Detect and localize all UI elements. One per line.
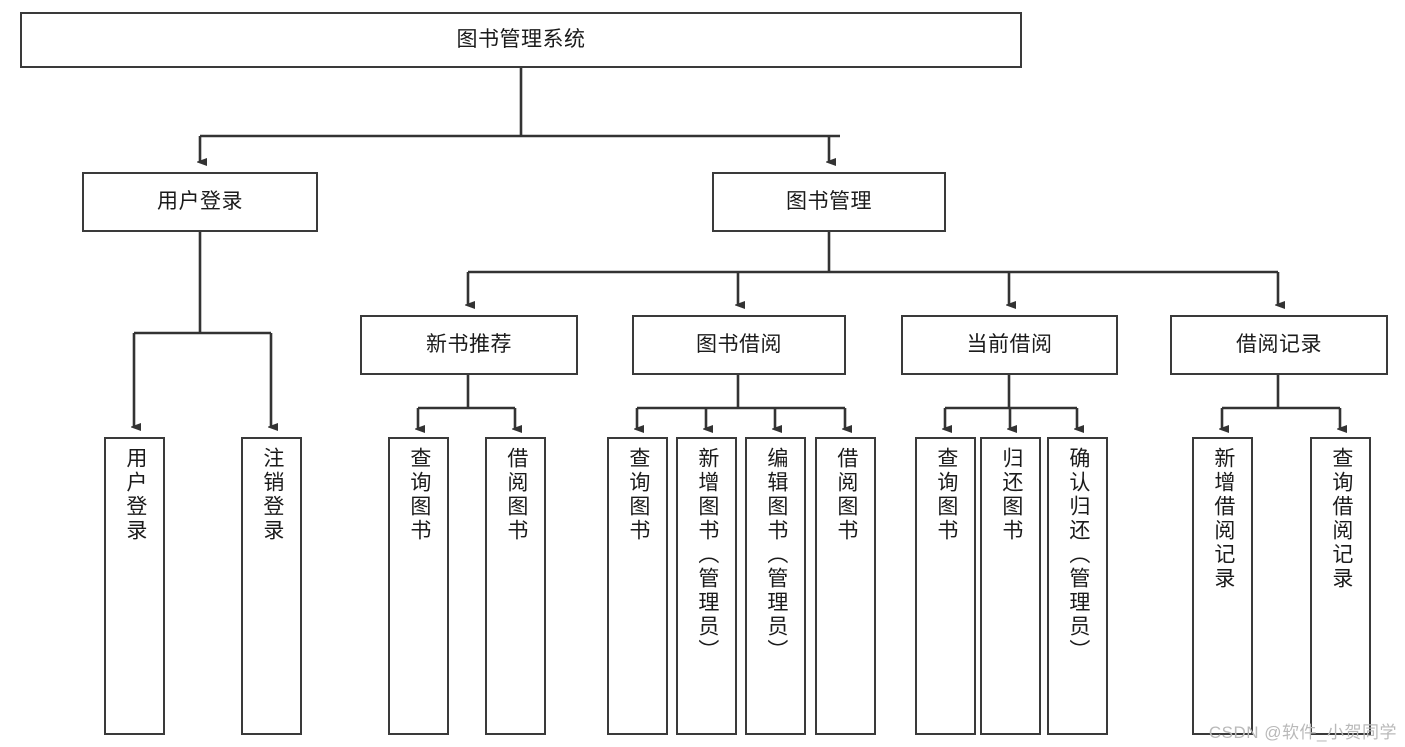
node-user-login[interactable]: 用户登录 xyxy=(82,172,318,232)
node-leaf-add-record-label: 新增借阅记录 xyxy=(1211,447,1235,591)
node-book-manage[interactable]: 图书管理 xyxy=(712,172,946,232)
node-leaf-borrow-book-b[interactable]: 借阅图书 xyxy=(815,437,876,735)
node-leaf-add-record[interactable]: 新增借阅记录 xyxy=(1192,437,1253,735)
node-leaf-query-book-c-label: 查询图书 xyxy=(934,447,958,543)
node-leaf-query-record-label: 查询借阅记录 xyxy=(1329,447,1353,591)
node-leaf-edit-book[interactable]: 编辑图书（管理员） xyxy=(745,437,806,735)
node-leaf-return-book[interactable]: 归还图书 xyxy=(980,437,1041,735)
node-leaf-query-book-b[interactable]: 查询图书 xyxy=(607,437,668,735)
node-book-borrow-label: 图书借阅 xyxy=(696,332,782,356)
node-leaf-add-book-label: 新增图书（管理员） xyxy=(695,447,719,663)
node-leaf-confirm-return-label: 确认归还（管理员） xyxy=(1066,447,1090,663)
node-leaf-logout-label: 注销登录 xyxy=(260,447,284,543)
node-leaf-user-login[interactable]: 用户登录 xyxy=(104,437,165,735)
node-new-book-rec-label: 新书推荐 xyxy=(426,332,512,356)
node-leaf-edit-book-label: 编辑图书（管理员） xyxy=(764,447,788,663)
node-leaf-query-record[interactable]: 查询借阅记录 xyxy=(1310,437,1371,735)
node-leaf-logout[interactable]: 注销登录 xyxy=(241,437,302,735)
node-current-borrow-label: 当前借阅 xyxy=(966,332,1053,356)
node-leaf-borrow-book-a[interactable]: 借阅图书 xyxy=(485,437,546,735)
node-current-borrow[interactable]: 当前借阅 xyxy=(901,315,1118,375)
node-book-manage-label: 图书管理 xyxy=(786,189,872,213)
node-leaf-query-book-c[interactable]: 查询图书 xyxy=(915,437,976,735)
node-leaf-user-login-label: 用户登录 xyxy=(123,447,147,543)
node-leaf-return-book-label: 归还图书 xyxy=(999,447,1023,543)
node-new-book-rec[interactable]: 新书推荐 xyxy=(360,315,578,375)
node-leaf-borrow-book-a-label: 借阅图书 xyxy=(504,447,528,543)
node-leaf-query-book-a-label: 查询图书 xyxy=(407,447,431,543)
node-borrow-record-label: 借阅记录 xyxy=(1236,332,1322,356)
node-leaf-add-book[interactable]: 新增图书（管理员） xyxy=(676,437,737,735)
node-user-login-label: 用户登录 xyxy=(157,189,243,213)
node-leaf-borrow-book-b-label: 借阅图书 xyxy=(834,447,858,543)
node-root[interactable]: 图书管理系统 xyxy=(20,12,1022,68)
node-root-label: 图书管理系统 xyxy=(456,27,586,51)
node-leaf-confirm-return[interactable]: 确认归还（管理员） xyxy=(1047,437,1108,735)
node-leaf-query-book-b-label: 查询图书 xyxy=(626,447,650,543)
node-book-borrow[interactable]: 图书借阅 xyxy=(632,315,846,375)
watermark: CSDN @软件_小贺同学 xyxy=(1208,723,1397,742)
node-leaf-query-book-a[interactable]: 查询图书 xyxy=(388,437,449,735)
node-borrow-record[interactable]: 借阅记录 xyxy=(1170,315,1388,375)
